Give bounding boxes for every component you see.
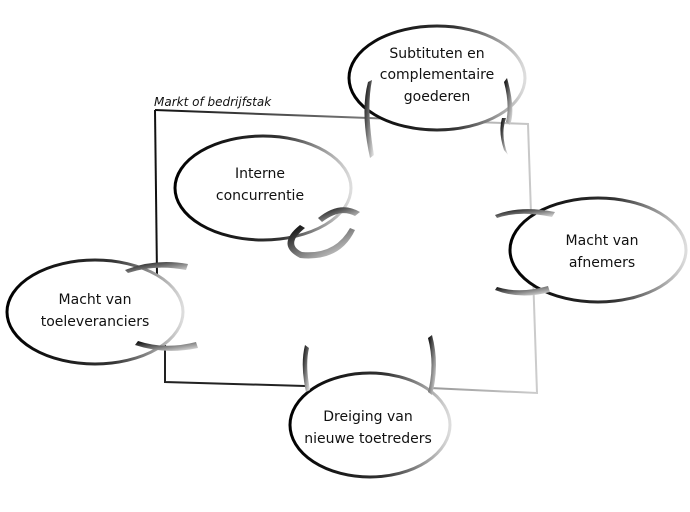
arrow-icon	[495, 209, 555, 218]
arrow-icon	[495, 286, 550, 296]
label-internal: Interne concurrentie	[216, 166, 304, 204]
arrow-icon	[125, 262, 188, 273]
node-internal	[173, 134, 353, 242]
label-entrants: Dreiging van nieuwe toetreders	[304, 409, 432, 447]
node-substitutes	[347, 24, 527, 132]
svg-text:afnemers: afnemers	[569, 255, 635, 271]
svg-text:toeleveranciers: toeleveranciers	[41, 314, 150, 330]
node-entrants	[288, 371, 452, 479]
label-suppliers: Macht van toeleveranciers	[41, 292, 150, 330]
arrow-icon	[135, 341, 198, 351]
svg-text:Macht van: Macht van	[59, 292, 132, 308]
svg-text:Interne: Interne	[235, 166, 285, 182]
svg-text:nieuwe toetreders: nieuwe toetreders	[304, 431, 432, 447]
svg-text:Macht van: Macht van	[566, 233, 639, 249]
arrow-icon	[428, 335, 436, 395]
arrow-icon	[302, 345, 310, 392]
svg-text:complementaire: complementaire	[380, 67, 494, 83]
node-buyers	[508, 196, 688, 304]
arrow-icon	[500, 118, 508, 155]
svg-text:Dreiging van: Dreiging van	[323, 409, 412, 425]
arrow-icon	[504, 78, 513, 125]
label-substitutes: Subtituten en complementaire goederen	[380, 46, 494, 105]
svg-text:concurrentie: concurrentie	[216, 188, 304, 204]
node-suppliers	[5, 258, 185, 366]
arrow-icon	[364, 80, 374, 158]
force-arrows	[125, 78, 555, 395]
svg-text:Subtituten en: Subtituten en	[389, 46, 484, 62]
label-buyers: Macht van afnemers	[566, 233, 639, 271]
market-label: Markt of bedrijfstak	[154, 95, 272, 109]
internal-cycle-arrow-icon	[287, 225, 355, 259]
svg-text:goederen: goederen	[404, 89, 471, 105]
internal-cycle-arrow-icon	[318, 207, 360, 222]
